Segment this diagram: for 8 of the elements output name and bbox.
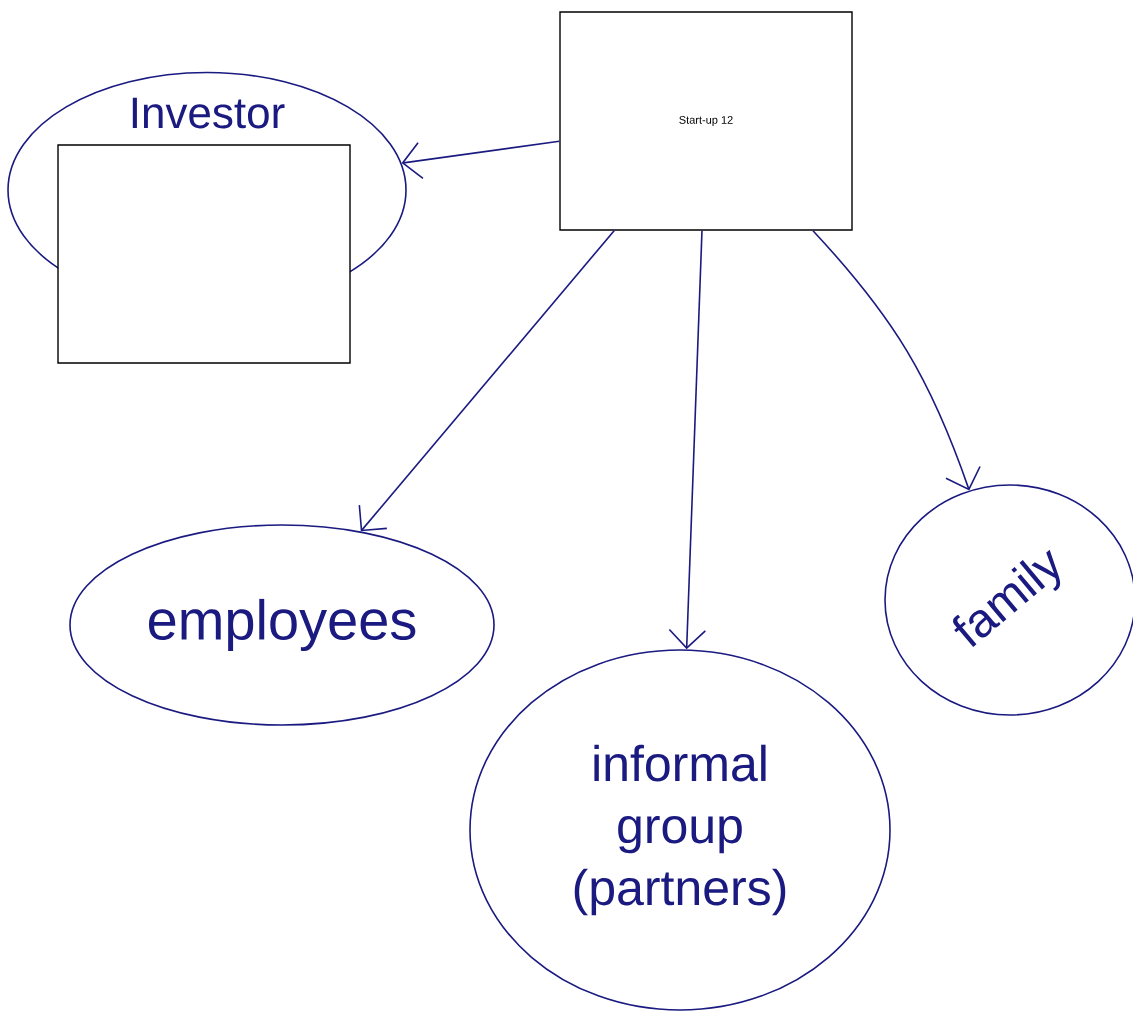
arrow xyxy=(401,140,561,180)
arrow xyxy=(668,229,707,650)
text-box: Start-up 12 xyxy=(559,11,853,231)
arrow xyxy=(358,229,615,532)
blank-box xyxy=(57,144,351,364)
circled-text: employees xyxy=(69,524,495,726)
circled-text: informal group (partners) xyxy=(469,649,891,1011)
arrow xyxy=(812,229,981,491)
